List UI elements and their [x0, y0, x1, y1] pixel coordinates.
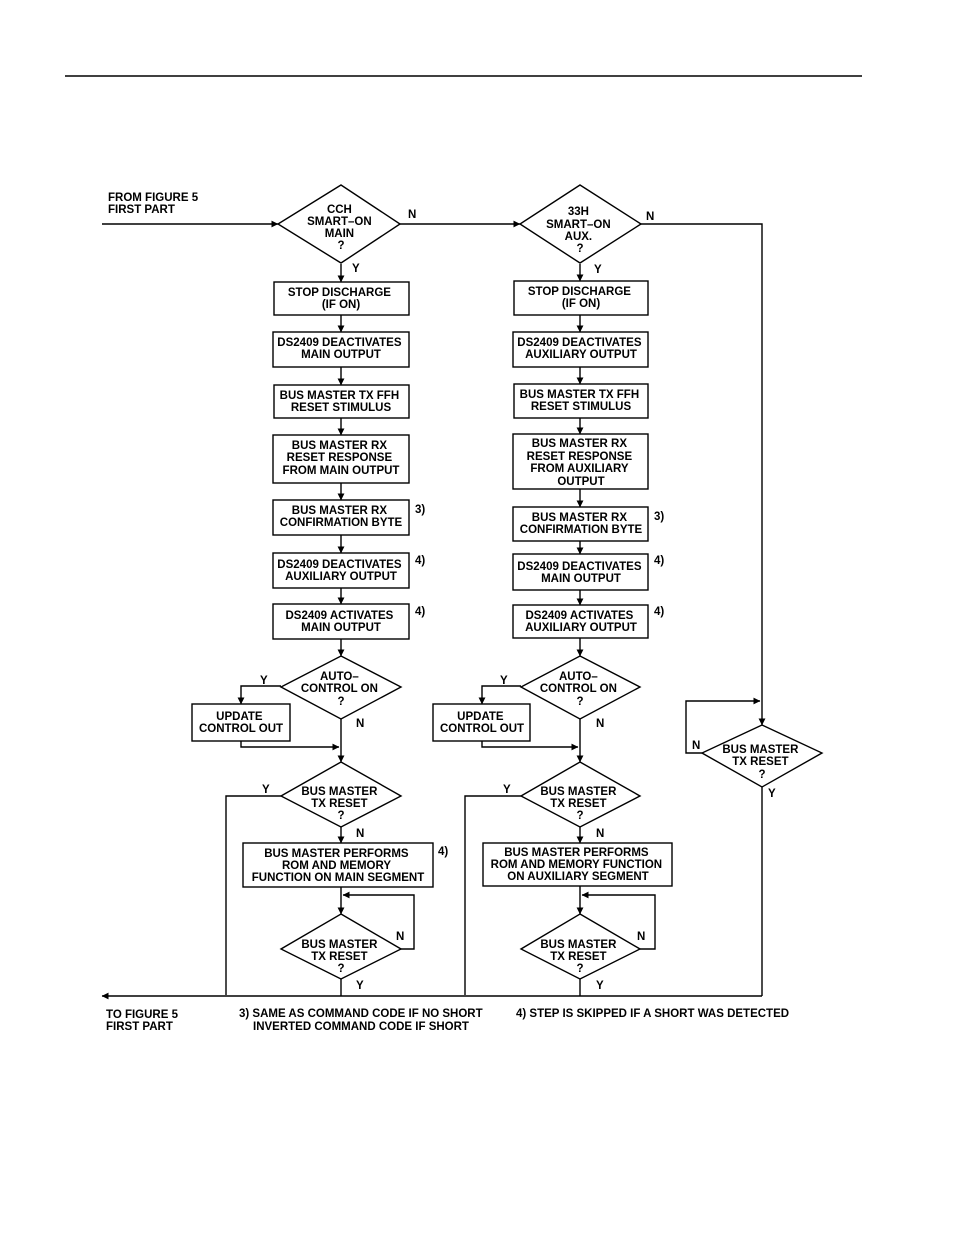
- box-performs-main-segment: BUS MASTER PERFORMS ROM AND MEMORY FUNCT…: [242, 842, 434, 888]
- box-stop-discharge-mid: STOP DISCHARGE (IF ON): [513, 280, 649, 316]
- box-stop-discharge-left: STOP DISCHARGE (IF ON): [273, 281, 410, 316]
- label-right-yes: Y: [768, 788, 776, 800]
- label-reset1-yes-mid: Y: [503, 784, 511, 796]
- footnote-3: 3) SAME AS COMMAND CODE IF NO SHORT INVE…: [239, 1008, 486, 1033]
- svg-text:BUS MASTER TX RESET: BUS MASTER TX RESET ?: [722, 744, 801, 781]
- decision-33h-smart-on-aux: 33H SMART–ON AUX. ?: [518, 184, 643, 264]
- decision-tx-reset-right: BUS MASTER TX RESET ?: [700, 724, 824, 788]
- label-auto-no-mid: N: [596, 718, 604, 730]
- note-ref-3-mid: 3): [654, 511, 664, 523]
- connectors: [101, 220, 766, 1000]
- svg-text:DS2409 DEACTIVATES MAIN: DS2409 DEACTIVATES MAIN OUTPUT: [517, 561, 644, 585]
- svg-text:STOP DISCHARGE (IF ON): STOP DISCHARGE (IF ON): [528, 286, 634, 310]
- note-ref-4-left-c: 4): [438, 846, 448, 858]
- svg-text:DS2409 DEACTIVATES AUXIL: DS2409 DEACTIVATES AUXILIARY OUTPUT: [277, 559, 404, 583]
- svg-text:BUS MASTER PERFORMS ROM: BUS MASTER PERFORMS ROM AND MEMORY FUNCT…: [252, 848, 425, 884]
- note-ref-4-left-a: 4): [415, 555, 425, 567]
- label-reset2-yes-left: Y: [356, 980, 364, 992]
- box-deactivates-main-left: DS2409 DEACTIVATES MAIN OUTPUT: [272, 331, 410, 368]
- svg-text:CCH SMART–ON MAIN: CCH SMART–ON MAIN ?: [307, 204, 375, 252]
- svg-text:BUS MASTER PERFORMS ROM: BUS MASTER PERFORMS ROM AND MEMORY FUNCT…: [491, 847, 666, 883]
- box-performs-aux-segment: BUS MASTER PERFORMS ROM AND MEMORY FUNCT…: [482, 842, 673, 887]
- box-rx-confirm-left: BUS MASTER RX CONFIRMATION BYTE: [272, 499, 410, 536]
- label-reset2-no-left: N: [396, 931, 404, 943]
- note-ref-4-left-b: 4): [415, 606, 425, 618]
- box-rx-reset-left: BUS MASTER RX RESET RESPONSE FROM MAIN O…: [272, 434, 410, 484]
- svg-text:BUS MASTER TX RESET: BUS MASTER TX RESET ?: [301, 939, 380, 975]
- svg-text:AUTO– CONTROL ON ?: AUTO– CONTROL ON ?: [301, 671, 381, 708]
- label-auto-no-left: N: [356, 718, 364, 730]
- svg-text:BUS MASTER TX RESET: BUS MASTER TX RESET ?: [540, 939, 619, 975]
- decision-cch-smart-on-main: CCH SMART–ON MAIN ?: [276, 184, 402, 264]
- svg-text:BUS MASTER RX CONFIRMATI: BUS MASTER RX CONFIRMATION BYTE: [520, 512, 643, 536]
- box-deactivates-main-mid: DS2409 DEACTIVATES MAIN OUTPUT: [512, 553, 649, 591]
- box-rx-confirm-mid: BUS MASTER RX CONFIRMATION BYTE: [512, 506, 649, 542]
- label-auto-yes-left: Y: [260, 675, 268, 687]
- svg-text:BUS MASTER TX FFH RESET: BUS MASTER TX FFH RESET STIMULUS: [280, 390, 403, 414]
- label-reset1-no-mid: N: [596, 828, 604, 840]
- note-ref-3-left: 3): [415, 504, 425, 516]
- svg-text:BUS MASTER TX RESET: BUS MASTER TX RESET ?: [301, 786, 380, 822]
- label-reset1-no-left: N: [356, 828, 364, 840]
- svg-text:DS2409 ACTIVATES MAIN OU: DS2409 ACTIVATES MAIN OUTPUT: [286, 610, 397, 634]
- label-right-no: N: [692, 740, 700, 752]
- svg-text:STOP DISCHARGE (IF ON): STOP DISCHARGE (IF ON): [288, 287, 394, 311]
- svg-text:BUS MASTER RX CONFIRMATI: BUS MASTER RX CONFIRMATION BYTE: [280, 505, 403, 529]
- label-reset2-no-mid: N: [637, 931, 645, 943]
- label-reset2-yes-mid: Y: [596, 980, 604, 992]
- note-ref-4-mid-a: 4): [654, 555, 664, 567]
- label-cch-no: N: [408, 209, 416, 221]
- box-deactivates-aux-mid: DS2409 DEACTIVATES AUXILIARY OUTPUT: [512, 331, 649, 368]
- decision-tx-reset-mid-2: BUS MASTER TX RESET ?: [519, 913, 642, 980]
- note-ref-4-mid-b: 4): [654, 606, 664, 618]
- decision-tx-reset-left-1: BUS MASTER TX RESET ?: [279, 761, 403, 828]
- svg-text:BUS MASTER TX FFH RESET: BUS MASTER TX FFH RESET STIMULUS: [520, 389, 643, 413]
- svg-text:BUS MASTER TX RESET: BUS MASTER TX RESET ?: [540, 786, 619, 822]
- label-33h-no: N: [646, 211, 654, 223]
- decision-tx-reset-left-2: BUS MASTER TX RESET ?: [279, 913, 403, 980]
- label-reset1-yes-left: Y: [262, 784, 270, 796]
- box-tx-ffh-left: BUS MASTER TX FFH RESET STIMULUS: [273, 384, 410, 419]
- svg-text:DS2409 DEACTIVATES MAIN: DS2409 DEACTIVATES MAIN OUTPUT: [277, 337, 404, 361]
- label-cch-yes: Y: [352, 263, 360, 275]
- box-deactivates-aux-left: DS2409 DEACTIVATES AUXILIARY OUTPUT: [272, 552, 410, 589]
- svg-text:33H SMART–ON AUX.: 33H SMART–ON AUX. ?: [546, 206, 614, 255]
- svg-text:BUS MASTER RX RESET RESP: BUS MASTER RX RESET RESPONSE FROM MAIN O…: [283, 440, 400, 477]
- box-update-control-left: UPDATE CONTROL OUT: [191, 703, 291, 742]
- to-figure-label: TO FIGURE 5 FIRST PART: [106, 1009, 181, 1033]
- box-tx-ffh-mid: BUS MASTER TX FFH RESET STIMULUS: [513, 383, 649, 419]
- decision-tx-reset-mid-1: BUS MASTER TX RESET ?: [519, 761, 642, 828]
- svg-text:UPDATE CONTROL OUT: UPDATE CONTROL OUT: [440, 711, 524, 735]
- box-activates-main-left: DS2409 ACTIVATES MAIN OUTPUT: [272, 603, 410, 640]
- svg-text:BUS MASTER RX RESET RESP: BUS MASTER RX RESET RESPONSE FROM AUXILI…: [527, 438, 636, 488]
- box-rx-reset-mid: BUS MASTER RX RESET RESPONSE FROM AUXILI…: [512, 433, 649, 490]
- svg-text:DS2409 DEACTIVATES AUXIL: DS2409 DEACTIVATES AUXILIARY OUTPUT: [517, 337, 644, 361]
- svg-text:DS2409 ACTIVATES AUXILIA: DS2409 ACTIVATES AUXILIARY OUTPUT: [525, 610, 637, 634]
- svg-text:UPDATE CONTROL OUT: UPDATE CONTROL OUT: [199, 711, 283, 735]
- label-33h-yes: Y: [594, 264, 602, 276]
- decision-auto-control-mid: AUTO– CONTROL ON ?: [519, 655, 642, 720]
- footnote-4: 4) STEP IS SKIPPED IF A SHORT WAS DETECT…: [516, 1008, 789, 1020]
- from-figure-label: FROM FIGURE 5 FIRST PART: [108, 192, 201, 216]
- box-activates-aux-mid: DS2409 ACTIVATES AUXILIARY OUTPUT: [512, 604, 649, 639]
- decision-auto-control-left: AUTO– CONTROL ON ?: [279, 655, 403, 720]
- box-update-control-mid: UPDATE CONTROL OUT: [432, 703, 531, 742]
- label-auto-yes-mid: Y: [500, 675, 508, 687]
- svg-text:AUTO– CONTROL ON ?: AUTO– CONTROL ON ?: [540, 671, 620, 708]
